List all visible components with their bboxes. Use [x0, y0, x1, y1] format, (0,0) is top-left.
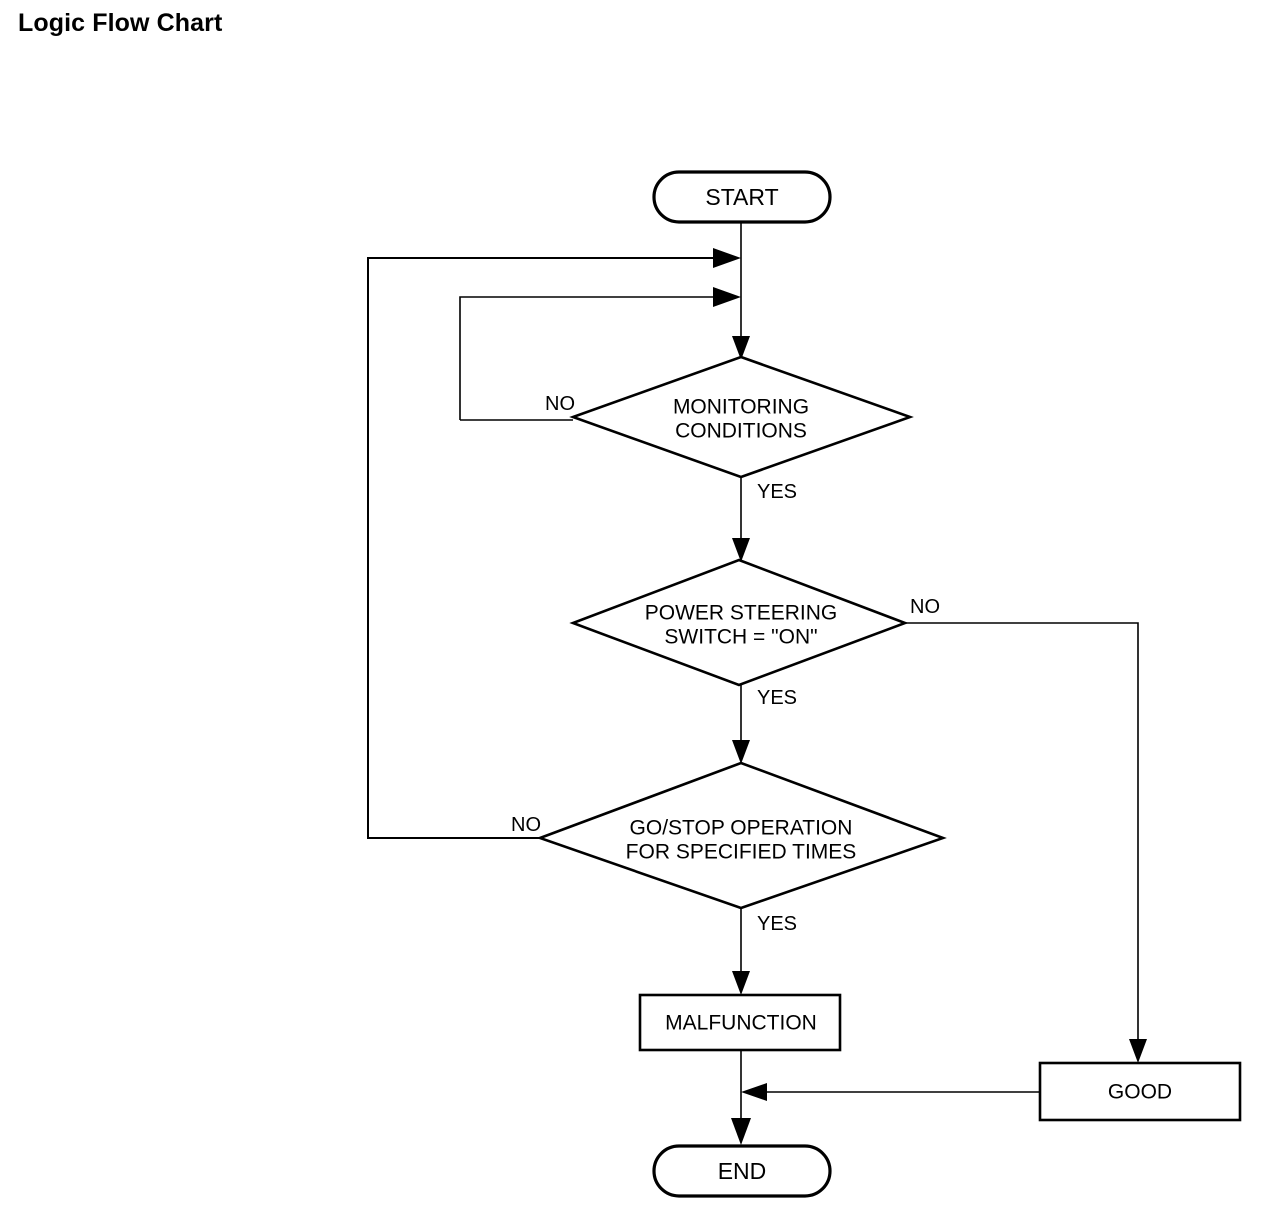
- arrowhead-monitoring-no-loop: [713, 287, 741, 307]
- node-end[interactable]: END: [652, 1144, 832, 1198]
- switch-label-line1: POWER STEERING: [645, 602, 838, 625]
- edge-label-monitoring-yes: YES: [757, 481, 797, 503]
- switch-label-line2: SWITCH = "ON": [664, 626, 817, 649]
- edge-label-gostop-no: NO: [511, 814, 541, 836]
- switch-shape: [569, 558, 909, 687]
- arrowhead-into-malfunction: [732, 971, 750, 995]
- gostop-shape: [536, 761, 947, 910]
- node-power-steering-switch[interactable]: POWER STEERING SWITCH = "ON": [569, 558, 909, 687]
- arrowhead-into-switch: [732, 538, 750, 562]
- gostop-label-line1: GO/STOP OPERATION: [630, 817, 853, 840]
- malfunction-shape: [638, 993, 842, 1052]
- monitoring-shape: [569, 355, 914, 479]
- edge-label-switch-no: NO: [910, 596, 940, 618]
- node-monitoring-conditions[interactable]: MONITORING CONDITIONS: [569, 355, 914, 479]
- node-malfunction[interactable]: MALFUNCTION: [638, 993, 842, 1052]
- end-label: END: [718, 1158, 767, 1184]
- connector-switch-no: [905, 622, 1139, 1055]
- node-start[interactable]: START: [652, 170, 832, 224]
- node-go-stop-operation[interactable]: GO/STOP OPERATION FOR SPECIFIED TIMES: [536, 761, 947, 910]
- node-good[interactable]: GOOD: [1038, 1061, 1242, 1122]
- arrowhead-into-good: [1129, 1039, 1147, 1063]
- start-label: START: [705, 184, 778, 210]
- good-label: GOOD: [1108, 1081, 1172, 1104]
- edge-label-monitoring-no: NO: [545, 393, 575, 415]
- page-title: Logic Flow Chart: [18, 9, 223, 37]
- monitoring-label-line2: CONDITIONS: [675, 420, 807, 443]
- connector-monitoring-no-loop: [459, 296, 722, 420]
- monitoring-label-line1: MONITORING: [673, 396, 809, 419]
- end-shape: [652, 1144, 832, 1198]
- arrowhead-into-end: [731, 1118, 751, 1145]
- arrowhead-gostop-no-loop: [713, 248, 741, 268]
- arrowhead-into-monitoring: [732, 336, 750, 360]
- malfunction-label: MALFUNCTION: [665, 1012, 817, 1035]
- arrowhead-good-join: [741, 1083, 767, 1101]
- good-shape: [1038, 1061, 1242, 1122]
- start-shape: [652, 170, 832, 224]
- edge-label-gostop-yes: YES: [757, 913, 797, 935]
- edge-label-switch-yes: YES: [757, 687, 797, 709]
- connector-gostop-no-loop: [367, 257, 722, 839]
- arrowhead-into-gostop: [732, 740, 750, 764]
- gostop-label-line2: FOR SPECIFIED TIMES: [626, 841, 857, 864]
